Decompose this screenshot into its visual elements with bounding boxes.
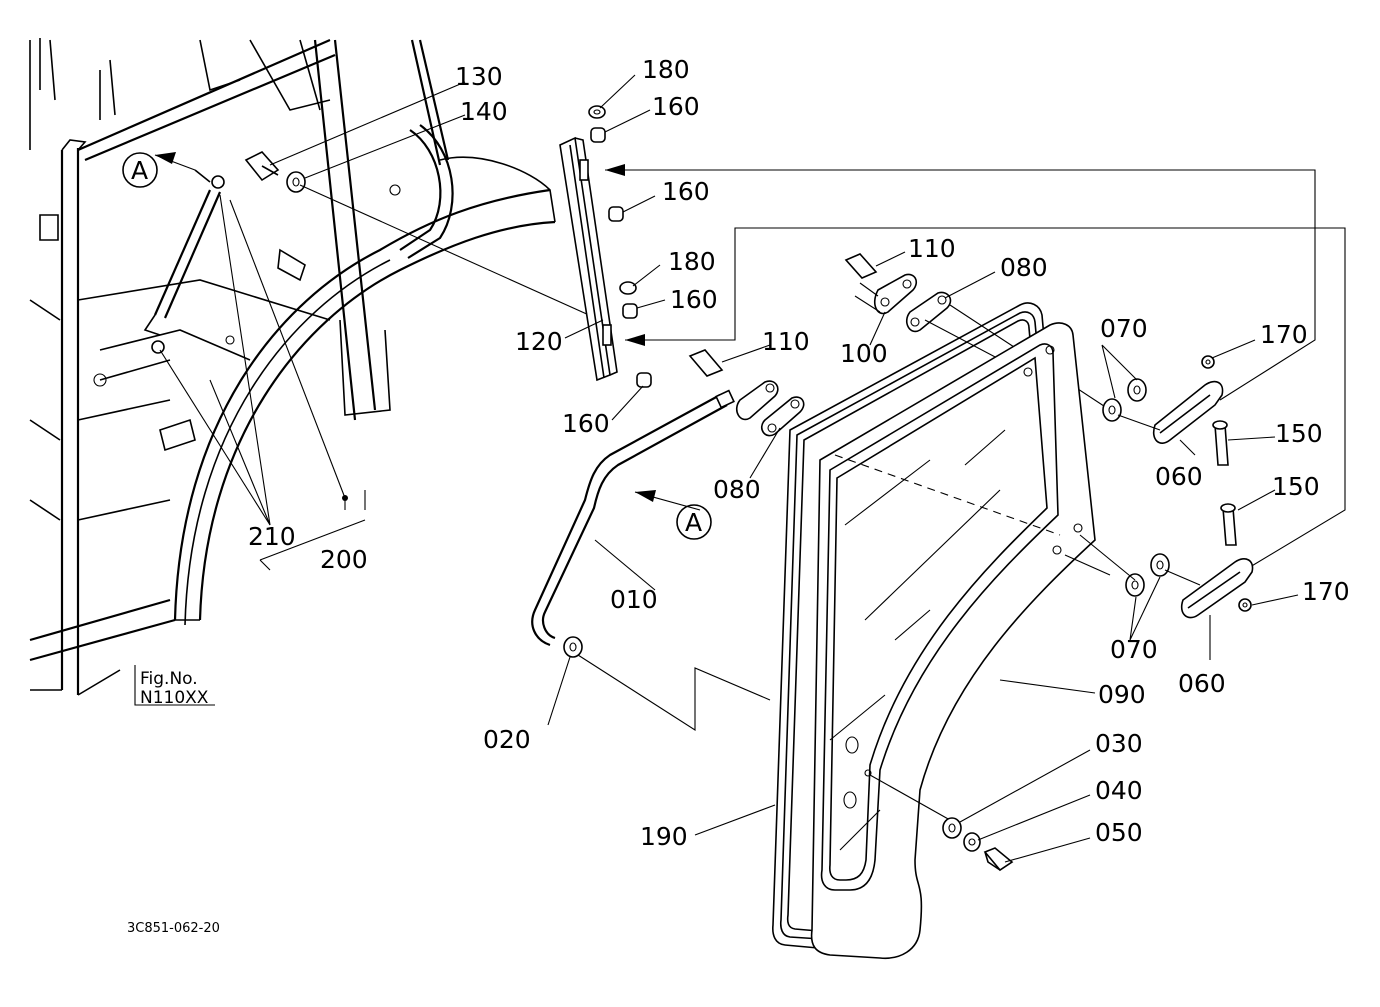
- label-120: 120: [515, 327, 563, 356]
- pin-150-lower: [1220, 503, 1237, 546]
- figure-reference-line1: Fig.No.: [140, 669, 198, 689]
- label-100: 100: [840, 339, 888, 368]
- plate-080-lower: [760, 396, 805, 437]
- line-070-060-lower: [1064, 534, 1201, 586]
- bolt-050: [983, 847, 1014, 872]
- bolt-110-lower: [688, 349, 724, 377]
- label-210: 210: [248, 522, 296, 551]
- rail-120: [559, 136, 618, 382]
- label-090: 090: [1098, 680, 1146, 709]
- label-180-top: 180: [642, 55, 690, 84]
- washer-070-lower-a: [1125, 573, 1145, 597]
- leader-lines: [134, 74, 1299, 863]
- hidden-line-glass: [834, 454, 1061, 536]
- nut-170-lower: [1238, 598, 1252, 612]
- bracket-200: [259, 490, 366, 571]
- label-200: 200: [320, 545, 368, 574]
- plate-100-lower: [735, 380, 779, 421]
- gas-strut: [143, 169, 225, 354]
- label-180-mid: 180: [668, 247, 716, 276]
- washer-140: [286, 171, 306, 193]
- label-140: 140: [460, 97, 508, 126]
- line-glass-fastener: [869, 774, 951, 821]
- label-060-upper: 060: [1155, 462, 1203, 491]
- label-050: 050: [1095, 818, 1143, 847]
- part-labels: 130 140 180 160 160 180 160 120 160 110 …: [248, 55, 1350, 851]
- label-150-lower: 150: [1272, 472, 1320, 501]
- handle-010: [531, 389, 735, 647]
- collar-160-mid2: [622, 303, 638, 319]
- nut-180-mid: [619, 281, 637, 295]
- bolt-130: [244, 151, 280, 182]
- label-020: 020: [483, 725, 531, 754]
- figure-reference: Fig.No. N110XX: [140, 669, 209, 708]
- washer-030: [942, 817, 962, 839]
- latch-060-upper: [1152, 380, 1224, 444]
- label-170-lower: 170: [1302, 577, 1350, 606]
- label-040: 040: [1095, 776, 1143, 805]
- arrow-head-a-left: [155, 152, 176, 164]
- label-110-lower: 110: [762, 327, 810, 356]
- figure-reference-line2: N110XX: [140, 688, 209, 708]
- arrow-head-lower: [625, 334, 645, 346]
- line-020: [577, 654, 771, 732]
- label-190: 190: [640, 822, 688, 851]
- collar-160-bottom: [636, 372, 652, 388]
- washer-070-lower-b: [1150, 553, 1170, 577]
- nut-170-upper: [1201, 355, 1215, 369]
- label-080-upper: 080: [1000, 253, 1048, 282]
- label-070-lower: 070: [1110, 635, 1158, 664]
- label-160-bottom: 160: [562, 409, 610, 438]
- label-110-upper: 110: [908, 234, 956, 263]
- washer-070-upper-a: [1102, 398, 1122, 422]
- view-marker-right-text: A: [685, 508, 702, 537]
- label-130: 130: [455, 62, 503, 91]
- label-160-mid: 160: [662, 177, 710, 206]
- cab-frame: [29, 38, 556, 696]
- label-030: 030: [1095, 729, 1143, 758]
- collar-160-top: [590, 127, 606, 143]
- pin-150-upper: [1212, 420, 1229, 466]
- label-010: 010: [610, 585, 658, 614]
- label-160-mid2: 160: [670, 285, 718, 314]
- view-marker-left-text: A: [131, 156, 148, 185]
- nut-180-top: [588, 105, 606, 119]
- arrow-head-a-right: [635, 490, 656, 502]
- label-080-lower: 080: [713, 475, 761, 504]
- bolt-110-upper: [844, 253, 878, 279]
- line-110-100: [854, 282, 881, 313]
- view-marker-left: A: [122, 152, 158, 188]
- washer-020: [563, 636, 583, 658]
- label-060-lower: 060: [1178, 669, 1226, 698]
- line-070-060-upper: [1117, 414, 1161, 431]
- arrow-head-upper: [605, 164, 625, 176]
- arrow-line-lower: [625, 227, 1346, 571]
- label-150-upper: 150: [1275, 419, 1323, 448]
- washer-070-upper-b: [1127, 378, 1147, 402]
- drawing-number: 3C851-062-20: [127, 921, 220, 936]
- collar-160-mid: [608, 206, 624, 222]
- label-160-top: 160: [652, 92, 700, 121]
- washer-040: [963, 832, 981, 852]
- latch-060-lower: [1180, 558, 1254, 619]
- label-170-upper: 170: [1260, 320, 1308, 349]
- line-140-rail: [299, 184, 601, 321]
- plate-080-upper: [905, 291, 952, 333]
- door-glass-090: [810, 322, 1096, 959]
- arrow-line-upper: [605, 169, 1316, 401]
- label-070-upper: 070: [1100, 314, 1148, 343]
- plate-100: [873, 273, 917, 315]
- view-marker-right: A: [676, 504, 712, 540]
